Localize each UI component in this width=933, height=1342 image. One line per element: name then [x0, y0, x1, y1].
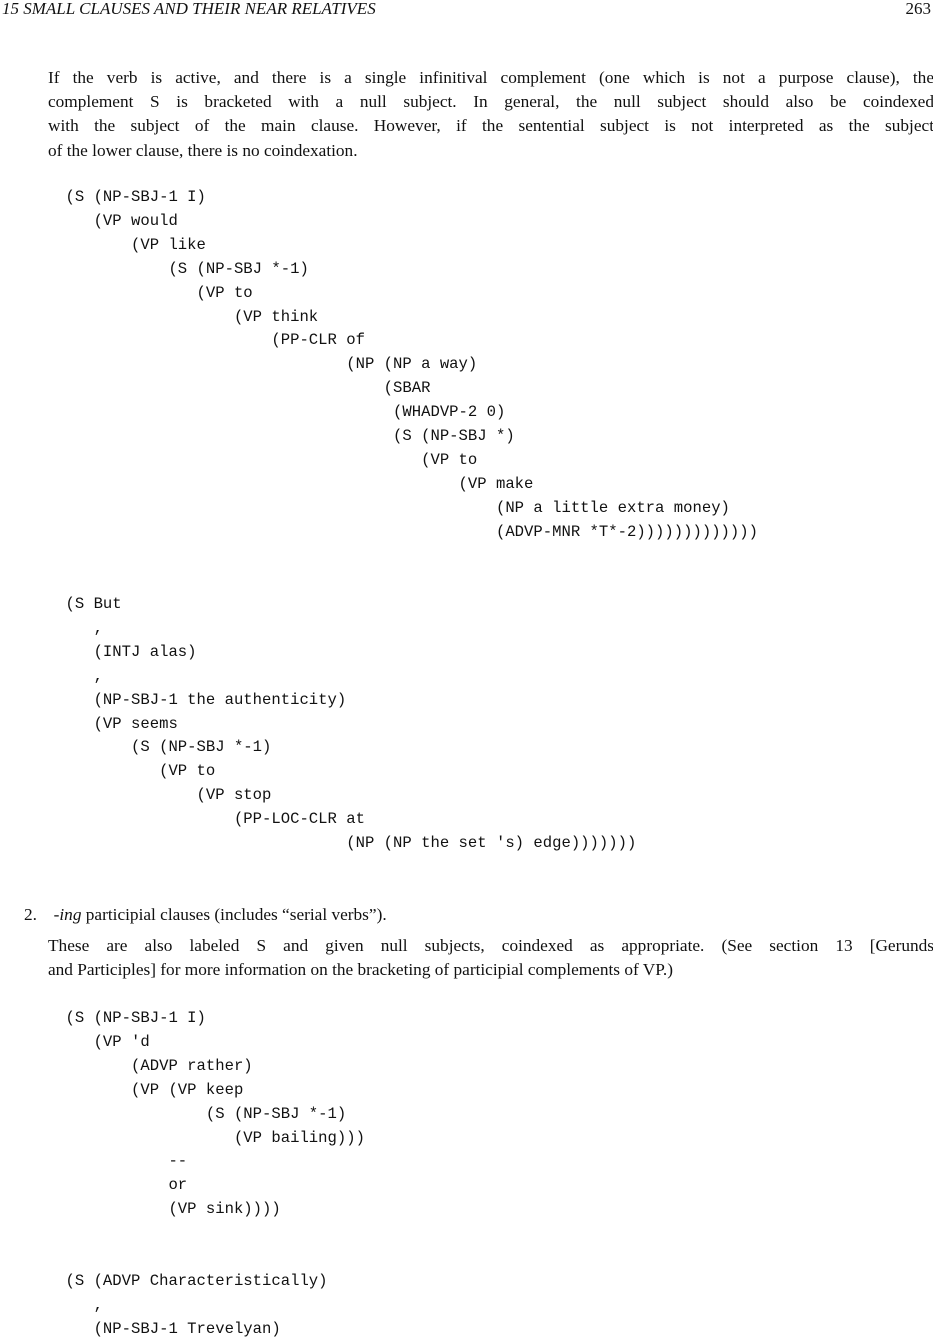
example-tree-4: (S (ADVP Characteristically) , (NP-SBJ-1…	[65, 1272, 328, 1338]
list-item-term: -ing	[53, 905, 82, 924]
intro-line-4: of the lower clause, there is no coindex…	[48, 140, 358, 160]
example-tree-2: (S But , (INTJ alas) , (NP-SBJ-1 the aut…	[65, 595, 637, 853]
intro-line-3: with the subject of the main clause. How…	[48, 116, 933, 136]
item-paragraph: These are also labeled S and given null …	[48, 934, 933, 982]
list-item-2: 2. -ing participial clauses (includes “s…	[24, 903, 387, 927]
intro-line-1: If the verb is active, and there is a si…	[48, 68, 933, 87]
intro-line-2: complement S is bracketed with a null su…	[48, 92, 933, 112]
running-header: 15 SMALL CLAUSES AND THEIR NEAR RELATIVE…	[0, 0, 933, 22]
list-item-text: participial clauses (includes “serial ve…	[81, 905, 387, 924]
example-tree-3: (S (NP-SBJ-1 I) (VP 'd (ADVP rather) (VP…	[65, 1009, 365, 1219]
list-item-number: 2.	[24, 905, 37, 924]
item-line-1: These are also labeled S and given null …	[48, 936, 933, 955]
section-title: 15 SMALL CLAUSES AND THEIR NEAR RELATIVE…	[2, 0, 376, 18]
intro-paragraph: If the verb is active, and there is a si…	[48, 66, 933, 163]
example-tree-1: (S (NP-SBJ-1 I) (VP would (VP like (S (N…	[65, 188, 758, 541]
item-line-2: and Participles] for more information on…	[48, 960, 673, 980]
page-number: 263	[905, 0, 932, 18]
